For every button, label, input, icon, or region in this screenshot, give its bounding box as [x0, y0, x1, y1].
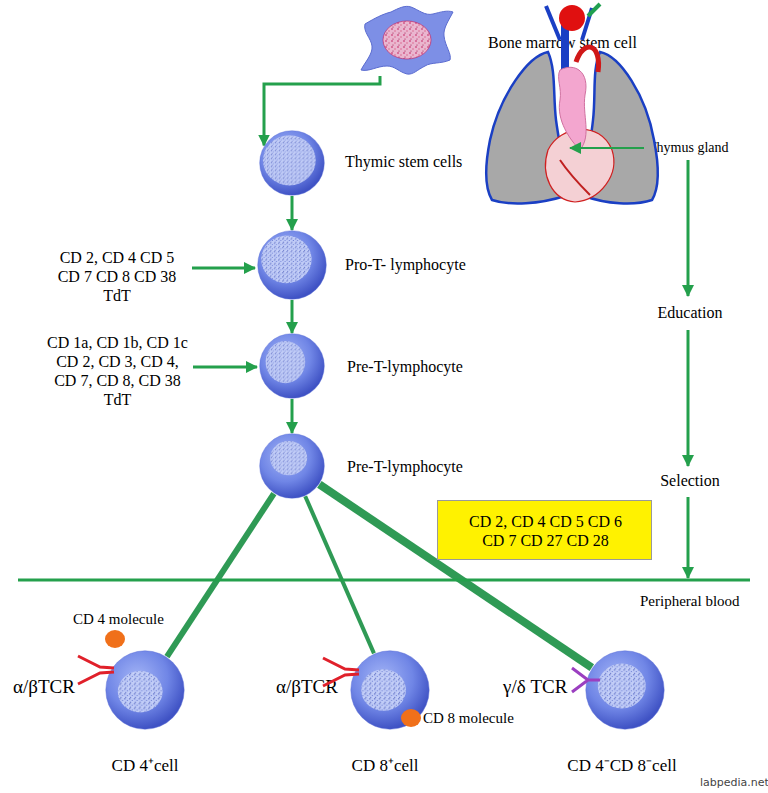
cell-membrane: [351, 651, 429, 729]
stage-label: Selection: [640, 471, 740, 490]
molecule-label: CD 8 molecule: [423, 709, 514, 727]
green-vessel: [588, 4, 600, 16]
cell-nucleus: [270, 441, 307, 475]
cell-nucleus: [361, 669, 406, 711]
region-label: Peripheral blood: [640, 592, 740, 610]
cell-label: Pro-T- lymphocyte: [345, 255, 466, 274]
flow-arrow: [687, 160, 690, 296]
cell-nucleus: [261, 236, 311, 284]
cell-label: Pre-T-lymphocyte: [347, 357, 463, 376]
cell-nucleus: [118, 671, 163, 713]
marker-arrow: [193, 366, 257, 369]
thymic-stem-cell: Thymic stem cells: [259, 130, 325, 196]
cell-label: CD 4⁺cell: [77, 756, 213, 776]
molecule-label: CD 4 molecule: [73, 610, 164, 628]
alpha-beta-receptor: [78, 656, 114, 684]
heart: [546, 129, 614, 202]
marker-arrow: [192, 267, 255, 270]
pro-t-cell: Pro-T- lymphocyte: [257, 230, 327, 300]
cell-nucleus: [383, 21, 431, 59]
cell-label: Pre-T-lymphocyte: [347, 457, 463, 476]
flow-arrow: [291, 300, 294, 333]
stem-cell: Bone marrow stem cell: [355, 4, 455, 76]
cell-shape: [350, 650, 430, 730]
organ-label: Thymus gland: [648, 140, 729, 157]
alpha-beta-receptor: [323, 658, 359, 686]
cell-shape: [105, 650, 185, 730]
cell-membrane: [260, 434, 325, 499]
watermark: labpedia.net: [700, 776, 768, 789]
blue-vessel: [582, 8, 592, 40]
cd4-molecule: [105, 630, 125, 648]
cell-label: CD 8⁺cell: [317, 756, 453, 776]
aortic-arch: [576, 47, 599, 72]
marker-list: CD 2, CD 4 CD 5 CD 6 CD 7 CD 27 CD 28: [463, 512, 628, 550]
cell-membrane: [586, 651, 664, 729]
cell-nucleus: [263, 135, 316, 185]
cell-shape: [257, 230, 327, 300]
right-lung: [584, 52, 658, 203]
gamma-delta-receptor: [572, 668, 600, 692]
receptor-label: γ/δ TCR: [503, 676, 567, 699]
flow-arrow: [291, 399, 294, 433]
cell-membrane: [260, 131, 325, 196]
stage-label: Education: [640, 303, 740, 322]
cell-label: Thymic stem cells: [345, 152, 462, 171]
marker-box: CD 2, CD 4 CD 5 CD 6 CD 7 CD 27 CD 28: [437, 500, 652, 560]
cell-nucleus: [266, 341, 306, 383]
receptor-label: α/βTCR: [13, 676, 75, 699]
cell-shape: [259, 333, 325, 399]
boundary-line: [18, 579, 750, 582]
cd4-t-cell: CD 4 moleculeα/βTCRCD 4⁺cell: [105, 650, 185, 730]
blue-vessel: [546, 6, 560, 40]
branch-line: [167, 494, 274, 657]
cell-shape: [259, 130, 325, 196]
cell-shape: [259, 433, 325, 499]
flow-arrow: [687, 330, 690, 466]
pointer-arrow: [570, 147, 644, 149]
thymus-gland: [559, 67, 586, 150]
cell-membrane: [258, 231, 327, 300]
pre-t-cell: Pre-T-lymphocyte: [259, 433, 325, 499]
marker-list: CD 2, CD 4 CD 5 CD 7 CD 8 CD 38 TdT: [53, 248, 181, 305]
double-negative-t-cell: γ/δ TCRCD 4⁻CD 8⁻cell: [585, 650, 665, 730]
left-lung: [486, 52, 565, 203]
thorax-illustration: [486, 4, 657, 203]
cell-membrane: [260, 334, 325, 399]
cd8-t-cell: α/βTCRCD 8 moleculeCD 8⁺cell: [350, 650, 430, 730]
cell-membrane: [106, 651, 184, 729]
receptor-label: α/βTCR: [276, 676, 338, 699]
cell-label: Bone marrow stem cell: [488, 33, 637, 52]
flow-arrow: [291, 196, 294, 230]
heart-vessel: [560, 160, 590, 195]
cell-nucleus: [598, 664, 646, 709]
cd8-molecule: [401, 709, 421, 727]
cell-membrane: [361, 6, 453, 74]
branch-line: [305, 496, 374, 653]
flow-arrow: [687, 497, 690, 578]
cell-shape: [585, 650, 665, 730]
pre-t-cell: Pre-T-lymphocyte: [259, 333, 325, 399]
marker-list: CD 1a, CD 1b, CD 1c CD 2, CD 3, CD 4, CD…: [45, 333, 190, 409]
stem-cell-shape: [355, 4, 455, 76]
cell-label: CD 4⁻CD 8⁻cell: [542, 756, 702, 776]
trachea-vessel: [561, 22, 569, 80]
thyroid: [559, 5, 585, 31]
